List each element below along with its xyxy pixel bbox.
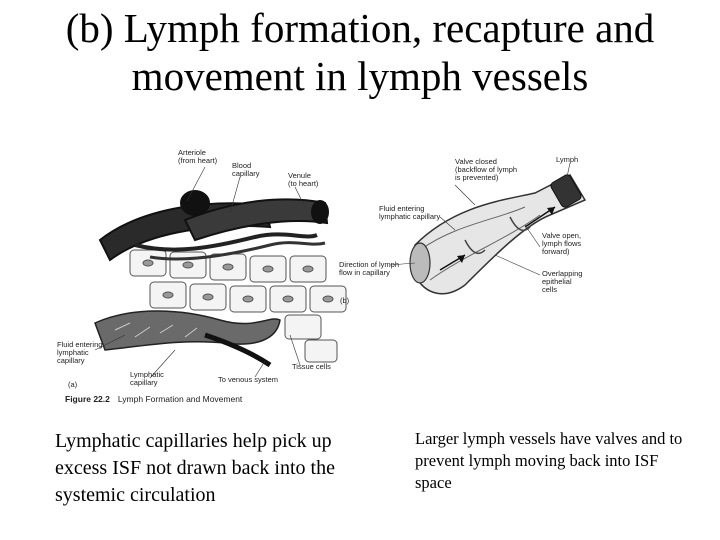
label-arteriole: Arteriole (from heart)	[178, 148, 218, 165]
figure-caption: Figure 22.2 Lymph Formation and Movement	[65, 394, 242, 404]
title-line-2: movement in lymph vessels	[131, 53, 589, 99]
lymph-figure: Arteriole (from heart) Blood capillary V…	[55, 145, 615, 410]
pointer-lines-b	[389, 162, 571, 276]
label-valve-open: Valve open, lymph flows forward)	[542, 231, 582, 256]
blood-vessels	[98, 190, 329, 262]
label-tissue-cells: Tissue cells	[292, 362, 331, 371]
label-blood-capillary: Blood capillary	[232, 161, 260, 178]
lymph-vessel-b	[409, 174, 587, 295]
label-direction-of-lymph: Direction of lymph flow in capillary	[339, 260, 400, 277]
label-valve-closed: Valve closed (backflow of lymph is preve…	[455, 157, 518, 182]
lymph-illustration	[94, 162, 587, 379]
left-caption: Lymphatic capillaries help pick up exces…	[55, 430, 335, 506]
label-part-b: (b)	[340, 296, 350, 305]
label-fluid-entering-left: Fluid entering lymphatic capillary	[57, 340, 103, 365]
label-overlapping-cells: Overlapping epithelial cells	[542, 269, 583, 294]
tissue-cells-group	[129, 249, 347, 363]
label-to-venous-system: To venous system	[218, 375, 279, 384]
lymphatic-capillary-shape	[94, 310, 281, 368]
label-fluid-entering-right: Fluid entering lymphatic capillary	[379, 204, 441, 221]
slide-title: (b) Lymph formation, recapture and movem…	[0, 4, 720, 100]
figure-caption-title: Lymph Formation and Movement	[117, 394, 243, 404]
right-caption: Larger lymph vessels have valves and to …	[415, 429, 683, 492]
pointer-lines-a	[94, 166, 306, 379]
title-line-1: (b) Lymph formation, recapture and	[65, 5, 655, 51]
figure-number: Figure 22.2	[65, 394, 110, 404]
label-lymphatic-capillary: Lymphatic capillary	[130, 370, 164, 387]
label-part-a: (a)	[68, 380, 78, 389]
label-venule: Venule (to heart)	[288, 171, 319, 188]
label-lymph: Lymph	[556, 155, 579, 164]
